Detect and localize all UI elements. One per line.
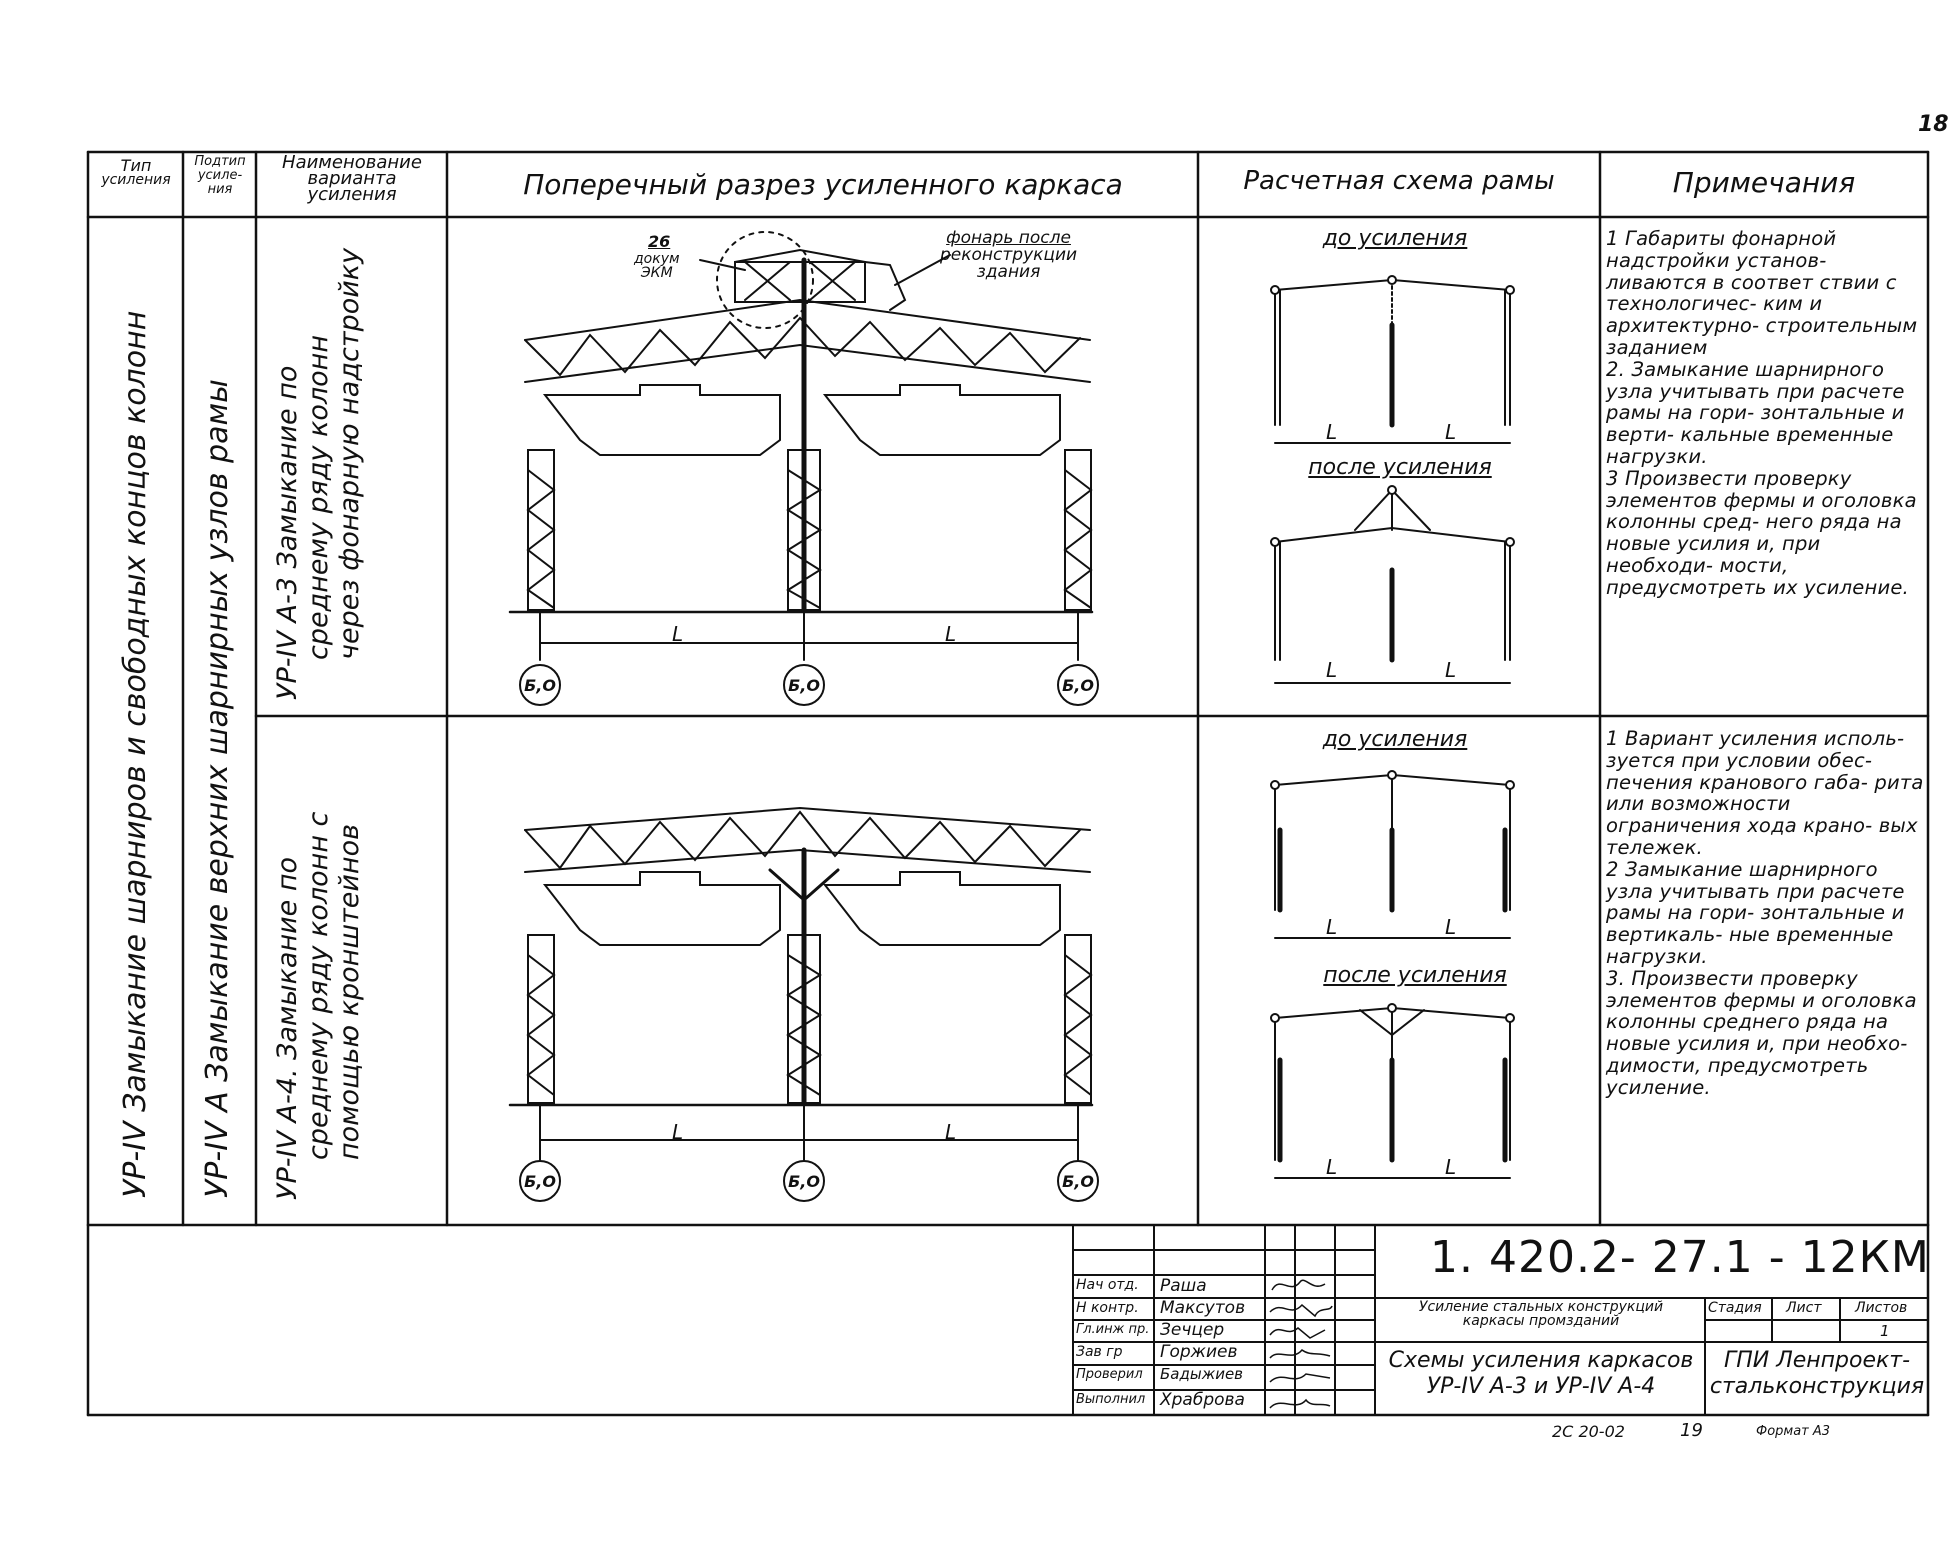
header-type-line-1: Тип <box>120 156 152 175</box>
scheme-before-caption-2: до усиления <box>1322 727 1468 752</box>
scheme-span-1a: L <box>1326 420 1338 444</box>
note-item: 1 Вариант усиления исполь- зуется при ус… <box>1606 727 1924 859</box>
organization: ГПИ Ленпроект- стальконструкция <box>1708 1348 1926 1400</box>
header-variant-line-3: усиления <box>307 184 397 205</box>
lantern-label: фонарь после реконструкции здания <box>940 230 1077 281</box>
sheets-header: Листов <box>1855 1300 1908 1316</box>
header-subtype-line-1: Подтип <box>194 154 246 169</box>
header-subtype: Подтип усиле- ния <box>184 155 256 197</box>
stage-header: Стадия <box>1708 1300 1762 1316</box>
role-label: Нач отд. <box>1076 1277 1139 1293</box>
scheme-span-2a: L <box>1326 915 1338 939</box>
lantern-line-1: фонарь после <box>946 228 1071 248</box>
ref-doc-line-1: докум <box>634 251 680 267</box>
axis-marker: Б,О <box>783 1160 825 1202</box>
note-item: 2. Замыкание шарнирного узла учитывать п… <box>1606 357 1905 468</box>
footer-code: 2С 20-02 <box>1552 1422 1625 1441</box>
header-type: Тип усиления <box>90 158 182 188</box>
scheme-span-2d: L <box>1445 1155 1457 1179</box>
person-name: Раша <box>1160 1276 1207 1296</box>
axis-marker: Б,О <box>519 1160 561 1202</box>
role-label: Гл.инж пр. <box>1076 1322 1150 1337</box>
sheets-value: 1 <box>1880 1322 1890 1340</box>
sheet-title-line-1: Схемы усиления каркасов <box>1388 1348 1694 1373</box>
scheme-span-1b: L <box>1445 420 1457 444</box>
subject: Усиление стальных конструкций каркасы пр… <box>1378 1300 1704 1328</box>
header-variant-name: Наименование варианта усиления <box>258 152 446 205</box>
organization-line-2: стальконструкция <box>1709 1374 1925 1399</box>
note-item: 3 Произвести проверку элементов фермы и … <box>1606 466 1917 599</box>
ref-doc: докум ЭКМ <box>634 252 680 280</box>
scheme-span-1d: L <box>1445 658 1457 682</box>
footer-num: 19 <box>1680 1420 1703 1441</box>
person-name: Бадыжиев <box>1160 1365 1244 1383</box>
header-notes: Примечания <box>1672 166 1856 199</box>
organization-line-1: ГПИ Ленпроект- <box>1723 1348 1911 1373</box>
ref-doc-line-2: ЭКМ <box>640 265 673 281</box>
sheet-title: Схемы усиления каркасов УР-IV А-3 и УР-I… <box>1378 1348 1704 1400</box>
person-name: Максутов <box>1160 1298 1246 1318</box>
note-item: 1 Габариты фонарной надстройки установ- … <box>1606 227 1918 359</box>
role-label: Выполнил <box>1076 1392 1146 1407</box>
role-label: Зав гр <box>1076 1344 1123 1360</box>
role-label: Проверил <box>1076 1367 1143 1382</box>
scheme-span-2b: L <box>1445 915 1457 939</box>
doc-code: 1. 420.2- 27.1 - 12КМ <box>1430 1232 1930 1283</box>
span-label-2b: L <box>945 1120 957 1144</box>
ref-number: 26 <box>648 232 671 251</box>
format-label: Формат А3 <box>1756 1424 1831 1439</box>
span-label-2a: L <box>672 1120 684 1144</box>
scheme-after-caption-1: после усиления <box>1308 455 1492 480</box>
lantern-line-3: здания <box>976 262 1041 282</box>
axis-marker: Б,О <box>1057 664 1099 706</box>
axis-marker: Б,О <box>783 664 825 706</box>
header-cross-section: Поперечный разрез усиленного каркаса <box>523 168 1123 201</box>
span-label-1a: L <box>672 622 684 646</box>
person-name: Зечцер <box>1160 1320 1225 1340</box>
person-name: Горжиев <box>1160 1342 1238 1362</box>
scheme-before-caption-1: до усиления <box>1322 226 1468 251</box>
header-subtype-line-3: ния <box>207 182 233 197</box>
subject-line-1: Усиление стальных конструкций <box>1418 1299 1664 1315</box>
scheme-span-1c: L <box>1326 658 1338 682</box>
axis-marker: Б,О <box>519 664 561 706</box>
person-name: Храброва <box>1160 1390 1245 1410</box>
sheet-title-line-2: УР-IV А-3 и УР-IV А-4 <box>1426 1374 1656 1399</box>
span-label-1b: L <box>945 622 957 646</box>
page-number: 18 <box>1918 112 1949 137</box>
header-calc-scheme: Расчетная схема рамы <box>1243 166 1555 196</box>
note-item: 3. Произвести проверку элементов фермы и… <box>1606 966 1917 1099</box>
subject-line-2: каркасы промзданий <box>1462 1313 1620 1329</box>
sheet-header: Лист <box>1786 1300 1822 1316</box>
header-variant-line-1: Наименование <box>282 152 422 173</box>
header-type-line-2: усиления <box>101 172 171 188</box>
role-label: Н контр. <box>1076 1300 1139 1316</box>
notes-row1: 1 Габариты фонарной надстройки установ- … <box>1606 228 1924 599</box>
axis-marker: Б,О <box>1057 1160 1099 1202</box>
header-subtype-line-2: усиле- <box>197 168 243 183</box>
scheme-span-2c: L <box>1326 1155 1338 1179</box>
notes-row2: 1 Вариант усиления исполь- зуется при ус… <box>1606 728 1924 1099</box>
header-variant-line-2: варианта <box>307 168 397 189</box>
note-item: 2 Замыкание шарнирного узла учитывать пр… <box>1606 857 1905 968</box>
scheme-after-caption-2: после усиления <box>1323 963 1507 988</box>
lantern-line-2: реконструкции <box>940 245 1078 265</box>
